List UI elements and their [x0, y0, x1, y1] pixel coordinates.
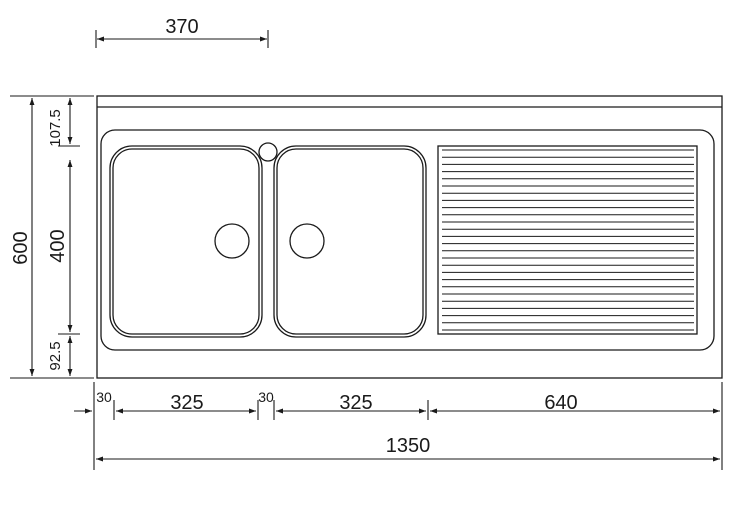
dimension-label-bowl1-width: 325	[170, 392, 203, 414]
left-bowl-drain-icon	[214, 223, 250, 259]
sink-outline	[96, 95, 723, 379]
sink-body	[96, 95, 723, 379]
dimension-label-left-margin: 30	[96, 389, 112, 405]
dimension-label-total-width: 1350	[386, 435, 431, 457]
right-bowl-inner	[276, 148, 424, 335]
dimension-top-offset	[95, 30, 269, 48]
dimension-label-top-margin: 107.5	[47, 109, 64, 147]
left-bowl-inner	[112, 148, 260, 335]
dimension-label-gap: 30	[258, 389, 274, 405]
dimension-label-bottom-margin: 92.5	[47, 341, 64, 370]
dimension-label-drainer-width: 640	[544, 392, 577, 414]
tap-hole-icon	[258, 142, 278, 162]
drainer-board	[437, 145, 698, 335]
dimension-bottom-horizontal	[74, 382, 723, 470]
dimension-label-bowl-height: 400	[47, 229, 69, 262]
dimension-label-bowl2-width: 325	[339, 392, 372, 414]
dimension-label-top-offset: 370	[165, 16, 198, 38]
left-bowl-outer	[109, 145, 263, 338]
drainer-grooves	[442, 149, 694, 331]
right-bowl-outer	[273, 145, 427, 338]
dimension-left-vertical	[10, 95, 94, 379]
inner-rim	[100, 129, 715, 351]
right-bowl-drain-icon	[289, 223, 325, 259]
dimension-label-height-total: 600	[10, 231, 32, 264]
